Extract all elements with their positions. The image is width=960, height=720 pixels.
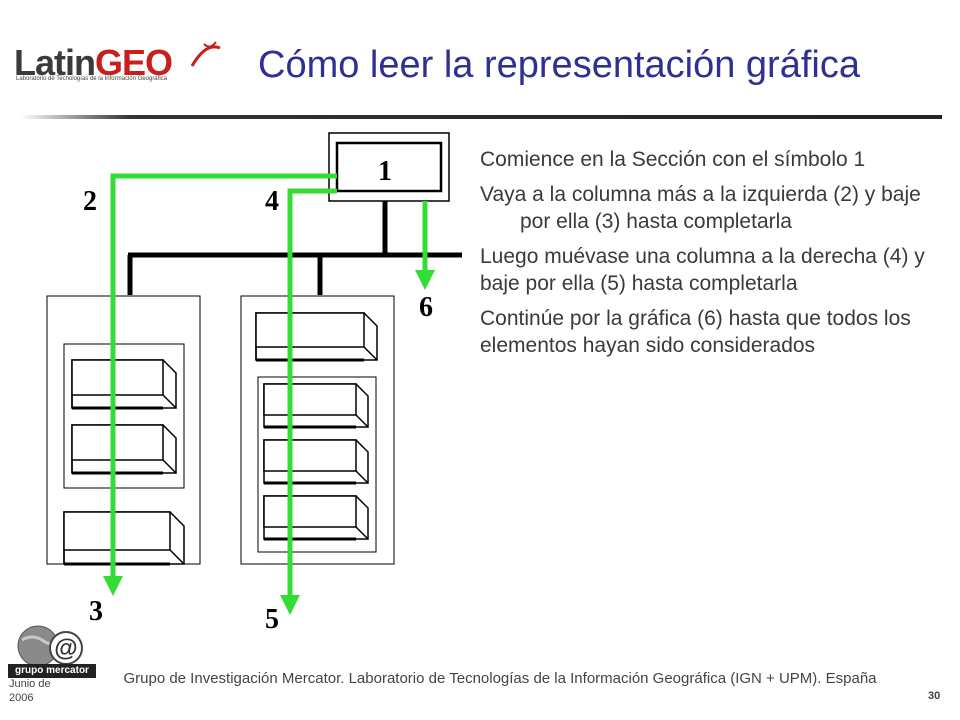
- instruction-text: Comience en la Sección con el símbolo 1: [480, 148, 866, 171]
- element-box: [71, 424, 177, 475]
- instruction-text: Vaya a la columna más a la izquierda (2)…: [480, 183, 921, 233]
- element-box: [255, 312, 378, 362]
- label-2: 2: [83, 186, 97, 217]
- at-globe-icon: @: [17, 625, 83, 667]
- label-6: 6: [419, 292, 433, 323]
- label-5: 5: [265, 604, 279, 635]
- latingeo-logo: LatinGEO Laboratorio de Tecnologías de l…: [10, 40, 221, 90]
- element-box: [263, 439, 369, 485]
- instruction-text: Continúe por la gráfica (6) hasta que to…: [480, 307, 911, 357]
- label-3: 3: [89, 596, 103, 627]
- instruction-list: Comience en la Sección con el símbolo 1 …: [480, 146, 940, 367]
- path-left-column: [103, 173, 337, 596]
- reading-order-diagram: 1: [46, 132, 462, 635]
- logo-satellite-icon: [190, 41, 221, 67]
- right-column: [240, 295, 395, 565]
- element-box: [263, 383, 369, 429]
- logo-at-symbol: @: [54, 635, 77, 662]
- logo-wordmark: LatinGEO: [14, 42, 173, 84]
- logo-o-text: O: [145, 42, 173, 83]
- element-box: [263, 495, 369, 541]
- connector-lines: [127, 201, 462, 295]
- logo-ge-text: GE: [95, 42, 146, 83]
- label-4: 4: [265, 186, 279, 217]
- logo-subtitle: Laboratorio de Tecnologías de la Informa…: [16, 76, 167, 82]
- instruction-item: Luego muévase una columna a la derecha (…: [480, 243, 940, 297]
- grupo-mercator-logo: @ grupo mercator: [8, 620, 98, 690]
- left-column: [46, 295, 201, 566]
- section-1-box: [328, 132, 450, 202]
- element-box: [71, 359, 177, 410]
- title-divider: [20, 115, 942, 119]
- instruction-item: Comience en la Sección con el símbolo 1: [480, 146, 940, 173]
- page-title: Cómo leer la representación gráfica: [258, 44, 860, 86]
- footer-credits: Grupo de Investigación Mercator. Laborat…: [123, 670, 877, 687]
- instruction-item: Continúe por la gráfica (6) hasta que to…: [480, 305, 940, 359]
- logo-latin-text: Latin: [14, 42, 96, 83]
- instruction-item: Vaya a la columna más a la izquierda (2)…: [480, 181, 940, 235]
- element-box: [63, 511, 185, 566]
- reading-paths: [103, 173, 435, 615]
- path-right-column: [280, 188, 337, 615]
- footer-date: Junio de 2006: [9, 678, 51, 704]
- logo-mercator-label: grupo mercator: [8, 664, 96, 678]
- label-1: 1: [378, 156, 392, 187]
- instruction-text: Luego muévase una columna a la derecha (…: [480, 245, 925, 295]
- page-number: 30: [928, 690, 941, 702]
